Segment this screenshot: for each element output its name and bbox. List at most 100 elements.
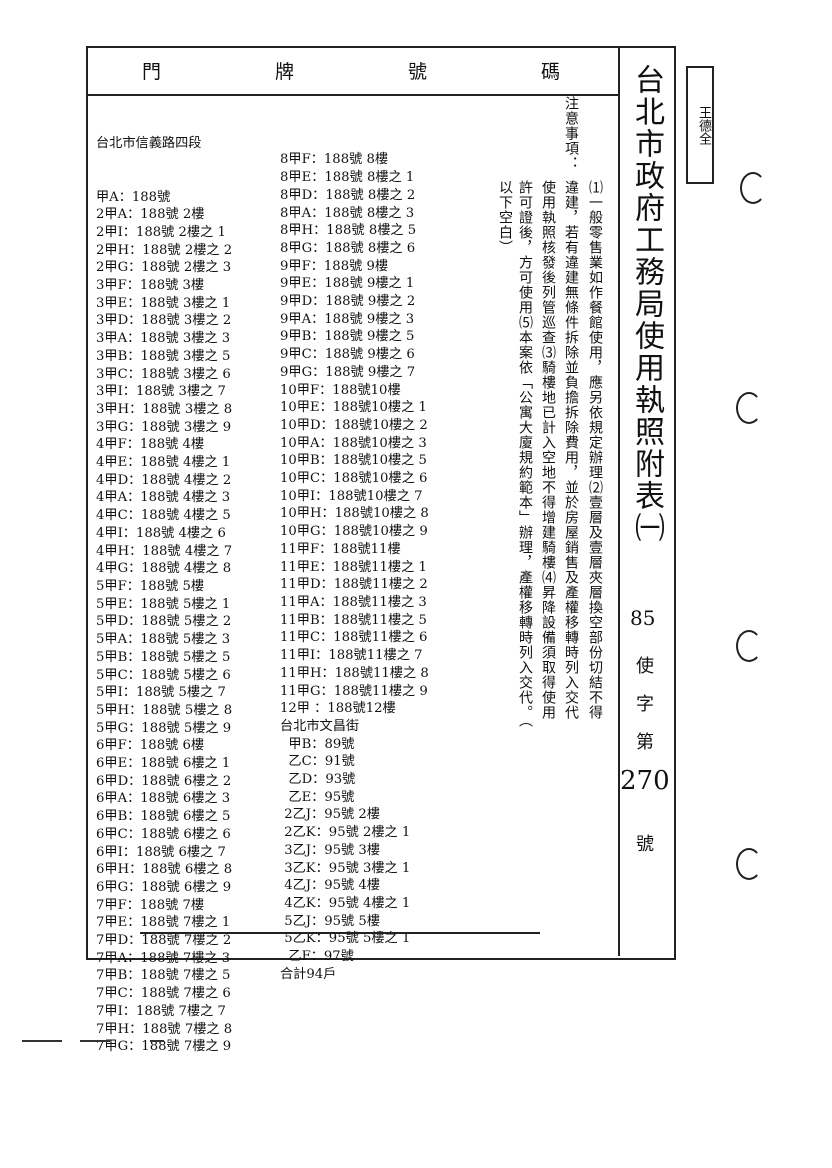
address-entry: 5甲A：188號 5樓之 3 — [96, 632, 231, 648]
address-entry: 乙F：97號 — [280, 949, 354, 965]
address-entry: 5甲F：188號 5樓 — [96, 578, 205, 594]
address-entry: 乙C：91號 — [280, 754, 355, 770]
permit-unit: 號 — [636, 834, 654, 855]
address-entry: 6甲A：188號 6樓之 3 — [96, 791, 231, 807]
address-entry: 7甲B：188號 7樓之 5 — [96, 968, 231, 984]
address-entry: 3甲I：188號 3樓之 7 — [96, 384, 226, 400]
scan-dash — [80, 1040, 110, 1042]
address-entry: 5乙K：95號 5樓之 1 — [280, 931, 411, 947]
address-entry: 4甲A：188號 4樓之 3 — [96, 490, 231, 506]
form-frame — [86, 46, 676, 960]
form-title-main: 台北市政府工務局使用執照附表 — [629, 64, 664, 512]
address-entry: 3甲B：188號 3樓之 5 — [96, 348, 231, 364]
address-entry: 10甲G：188號10樓之 9 — [280, 524, 428, 540]
address-entry: 4甲I：188號 4樓之 6 — [96, 525, 226, 541]
address-entry: 6甲B：188號 6樓之 5 — [96, 809, 231, 825]
address-entry: 9甲A：188號 9樓之 3 — [280, 311, 415, 327]
address-entry: 10甲E：188號10樓之 1 — [280, 400, 427, 416]
address-entry: 4甲D：188號 4樓之 2 — [96, 472, 232, 488]
notes-line: 許可證後，方可使用⑸本案依「公寓大廈規約範本」辦理，產權移轉時列入交代。（ — [517, 180, 533, 728]
address-entry: 9甲C：188號 9樓之 6 — [280, 347, 415, 363]
address-entry: 2甲I：188號 2樓之 1 — [96, 224, 226, 240]
address-entry: 6甲E：188號 6樓之 1 — [96, 756, 231, 772]
address-entry: 10甲A：188號10樓之 3 — [280, 435, 427, 451]
binding-hole-mark — [736, 848, 762, 880]
address-entry: 2甲H：188號 2樓之 2 — [96, 242, 233, 258]
address-entry: 8甲H：188號 8樓之 5 — [280, 223, 417, 239]
address-entry: 4甲C：188號 4樓之 5 — [96, 508, 231, 524]
binding-hole-mark — [736, 630, 762, 662]
address-entry: 4甲G：188號 4樓之 8 — [96, 561, 232, 577]
address-entry: 11甲D：188號11樓之 2 — [280, 577, 428, 593]
address-entry: 6甲D：188號 6樓之 2 — [96, 773, 232, 789]
address-entry: 合計94戶 — [280, 966, 337, 982]
address-entry: 9甲F：188號 9樓 — [280, 258, 389, 274]
address-entry: 甲A：188號 — [96, 189, 171, 205]
address-entry: 3甲F：188號 3樓 — [96, 278, 205, 294]
address-entry: 4甲F：188號 4樓 — [96, 437, 205, 453]
address-entry: 5甲D：188號 5樓之 2 — [96, 614, 232, 630]
address-entry: 10甲F：188號10樓 — [280, 382, 401, 398]
address-entry: 10甲I：188號10樓之 7 — [280, 488, 423, 504]
address-entry: 8甲G：188號 8樓之 6 — [280, 240, 416, 256]
address-entry: 7甲A：188號 7樓之 3 — [96, 950, 231, 966]
form-title: 台北市政府工務局使用執照附表㈠ — [626, 64, 666, 544]
address-entry: 10甲C：188號10樓之 6 — [280, 471, 428, 487]
address-entry: 8甲A：188號 8樓之 3 — [280, 205, 415, 221]
address-entry: 7甲I：188號 7樓之 7 — [96, 1003, 226, 1019]
form-title-sub: ㈠ — [629, 512, 664, 544]
address-entry: 5甲E：188號 5樓之 1 — [96, 596, 231, 612]
header-cell: 碼 — [540, 60, 562, 83]
address-entry: 4甲E：188號 4樓之 1 — [96, 455, 231, 471]
address-entry: 9甲E：188號 9樓之 1 — [280, 276, 415, 292]
permit-number: 270 — [620, 766, 670, 796]
header-cell: 門 — [141, 60, 163, 83]
address-entry: 4乙J：95號 4樓 — [280, 878, 380, 894]
address-entry: 10甲D：188號10樓之 2 — [280, 417, 428, 433]
address-entry: 甲B：89號 — [280, 736, 355, 752]
address-entry: 3甲E：188號 3樓之 1 — [96, 295, 231, 311]
address-entry: 2甲G：188號 2樓之 3 — [96, 260, 232, 276]
notes-line: 以下空白） — [497, 180, 513, 255]
address-entry: 乙D：93號 — [280, 772, 356, 788]
address-entry: 2乙J：95號 2樓 — [280, 807, 380, 823]
permit-year: 85 — [630, 606, 656, 630]
address-entry: 11甲G：188號11樓之 9 — [280, 683, 428, 699]
address-entry: 3乙J：95號 3樓 — [280, 842, 380, 858]
address-entry: 3甲H：188號 3樓之 8 — [96, 401, 233, 417]
address-entry: 8甲D：188號 8樓之 2 — [280, 187, 416, 203]
address-entry: 9甲D：188號 9樓之 2 — [280, 294, 416, 310]
address-entry: 8甲E：188號 8樓之 1 — [280, 170, 415, 186]
address-entry: 2乙K：95號 2樓之 1 — [280, 825, 411, 841]
notes-heading: 注意事項： — [563, 96, 579, 171]
address-entry: 5甲I：188號 5樓之 7 — [96, 685, 226, 701]
address-entry: 3甲D：188號 3樓之 2 — [96, 313, 232, 329]
scan-dash — [150, 1040, 164, 1042]
address-entry: 3甲C：188號 3樓之 6 — [96, 366, 231, 382]
binding-hole-mark — [740, 172, 766, 204]
address-entry: 6甲F：188號 6樓 — [96, 738, 205, 754]
footer-bar — [140, 932, 540, 956]
address-entry: 8甲F：188號 8樓 — [280, 152, 389, 168]
address-entry: 12甲 ：188號12樓 — [280, 701, 396, 717]
title-column — [618, 46, 674, 956]
scan-dash — [22, 1040, 62, 1042]
address-entry: 3甲G：188號 3樓之 9 — [96, 419, 232, 435]
address-entry: 6甲C：188號 6樓之 6 — [96, 826, 231, 842]
address-entry: 5乙J：95號 5樓 — [280, 913, 380, 929]
address-entry: 7甲E：188號 7樓之 1 — [96, 915, 231, 931]
address-entry: 2甲A：188號 2樓 — [96, 207, 205, 223]
address-entry: 7甲C：188號 7樓之 6 — [96, 986, 231, 1002]
top-margin-noise — [0, 0, 832, 6]
address-entry: 11甲F：188號11樓 — [280, 541, 401, 557]
notes-line: ⑴一般零售業如作餐館使用，應另依規定辦理⑵壹層及壹層夾層換空部份切結不得 — [587, 180, 603, 720]
address-entry: 11甲A：188號11樓之 3 — [280, 594, 427, 610]
permit-label-char: 使 — [636, 656, 654, 677]
address-entry: 乙E：95號 — [280, 789, 355, 805]
address-entry: 11甲H：188號11樓之 8 — [280, 665, 429, 681]
address-entry: 5甲B：188號 5樓之 5 — [96, 649, 231, 665]
address-entry: 10甲H：188號10樓之 8 — [280, 506, 429, 522]
address-entry: 5甲G：188號 5樓之 9 — [96, 720, 232, 736]
header-cell: 號 — [407, 60, 429, 83]
